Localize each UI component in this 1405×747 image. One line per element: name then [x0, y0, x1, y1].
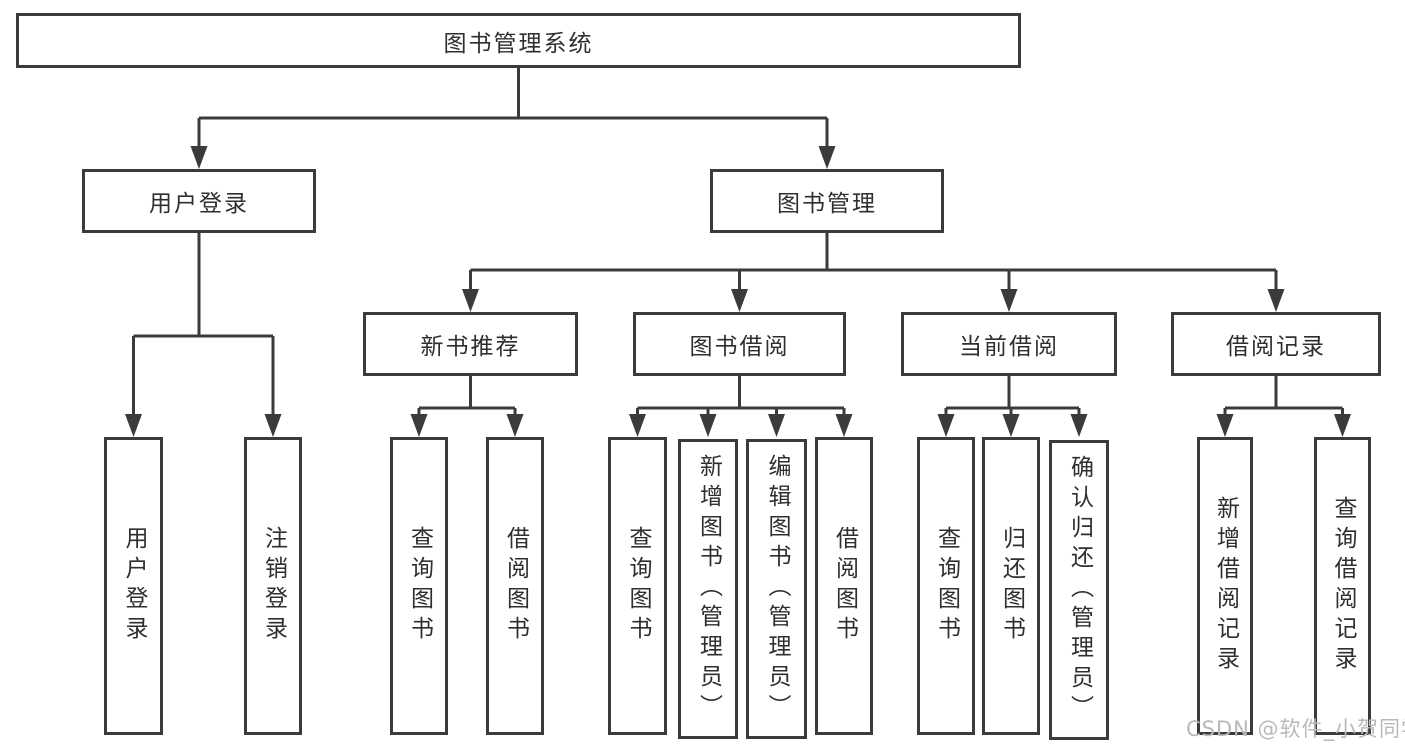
node-label: 图书借阅	[689, 334, 790, 360]
node-edit-book-admin: 编辑图书（管理员）	[746, 439, 807, 739]
node-label: 借阅图书	[831, 526, 858, 646]
node-label: 编辑图书（管理员）	[764, 454, 790, 724]
node-query-books-borrow: 查询图书	[608, 437, 667, 735]
node-borrow-records: 借阅记录	[1171, 312, 1381, 376]
node-label: 图书管理系统	[443, 30, 594, 57]
node-label: 归还图书	[998, 526, 1025, 646]
node-label: 图书管理	[777, 191, 877, 217]
node-add-borrow-record: 新增借阅记录	[1197, 437, 1253, 735]
node-user-login-leaf: 用户登录	[104, 437, 163, 735]
node-label: 注销登录	[260, 526, 287, 646]
node-borrow-books-leaf: 借阅图书	[815, 437, 873, 735]
node-book-management-branch: 图书管理	[710, 169, 944, 233]
node-label: 查询图书	[406, 526, 433, 646]
node-label: 当前借阅	[959, 334, 1059, 360]
node-label: 查询图书	[625, 526, 651, 646]
node-label: 新增借阅记录	[1212, 496, 1239, 676]
node-label: 新书推荐	[420, 334, 521, 360]
node-borrow-books-recommend: 借阅图书	[486, 437, 544, 735]
node-system-root: 图书管理系统	[16, 13, 1021, 68]
node-label: 用户登录	[149, 191, 249, 217]
node-label: 查询图书	[933, 526, 960, 646]
node-add-book-admin: 新增图书（管理员）	[678, 439, 738, 739]
node-label: 新增图书（管理员）	[695, 454, 722, 724]
node-label: 借阅记录	[1226, 334, 1326, 360]
node-new-book-recommend: 新书推荐	[363, 312, 578, 376]
node-user-login-branch: 用户登录	[82, 169, 316, 233]
node-return-books: 归还图书	[982, 437, 1040, 735]
node-current-borrow: 当前借阅	[901, 312, 1117, 376]
node-query-borrow-record: 查询借阅记录	[1314, 437, 1371, 735]
node-query-books-recommend: 查询图书	[390, 437, 448, 735]
node-logout: 注销登录	[244, 437, 302, 735]
node-label: 用户登录	[121, 526, 147, 646]
watermark-text: CSDN @软件_小贺同学	[1186, 717, 1405, 741]
node-label: 查询借阅记录	[1330, 496, 1356, 676]
node-confirm-return-admin: 确认归还（管理员）	[1049, 440, 1109, 740]
node-book-borrow: 图书借阅	[633, 312, 846, 376]
node-label: 借阅图书	[502, 526, 529, 646]
node-label: 确认归还（管理员）	[1066, 455, 1093, 725]
node-query-books-current: 查询图书	[917, 437, 975, 735]
